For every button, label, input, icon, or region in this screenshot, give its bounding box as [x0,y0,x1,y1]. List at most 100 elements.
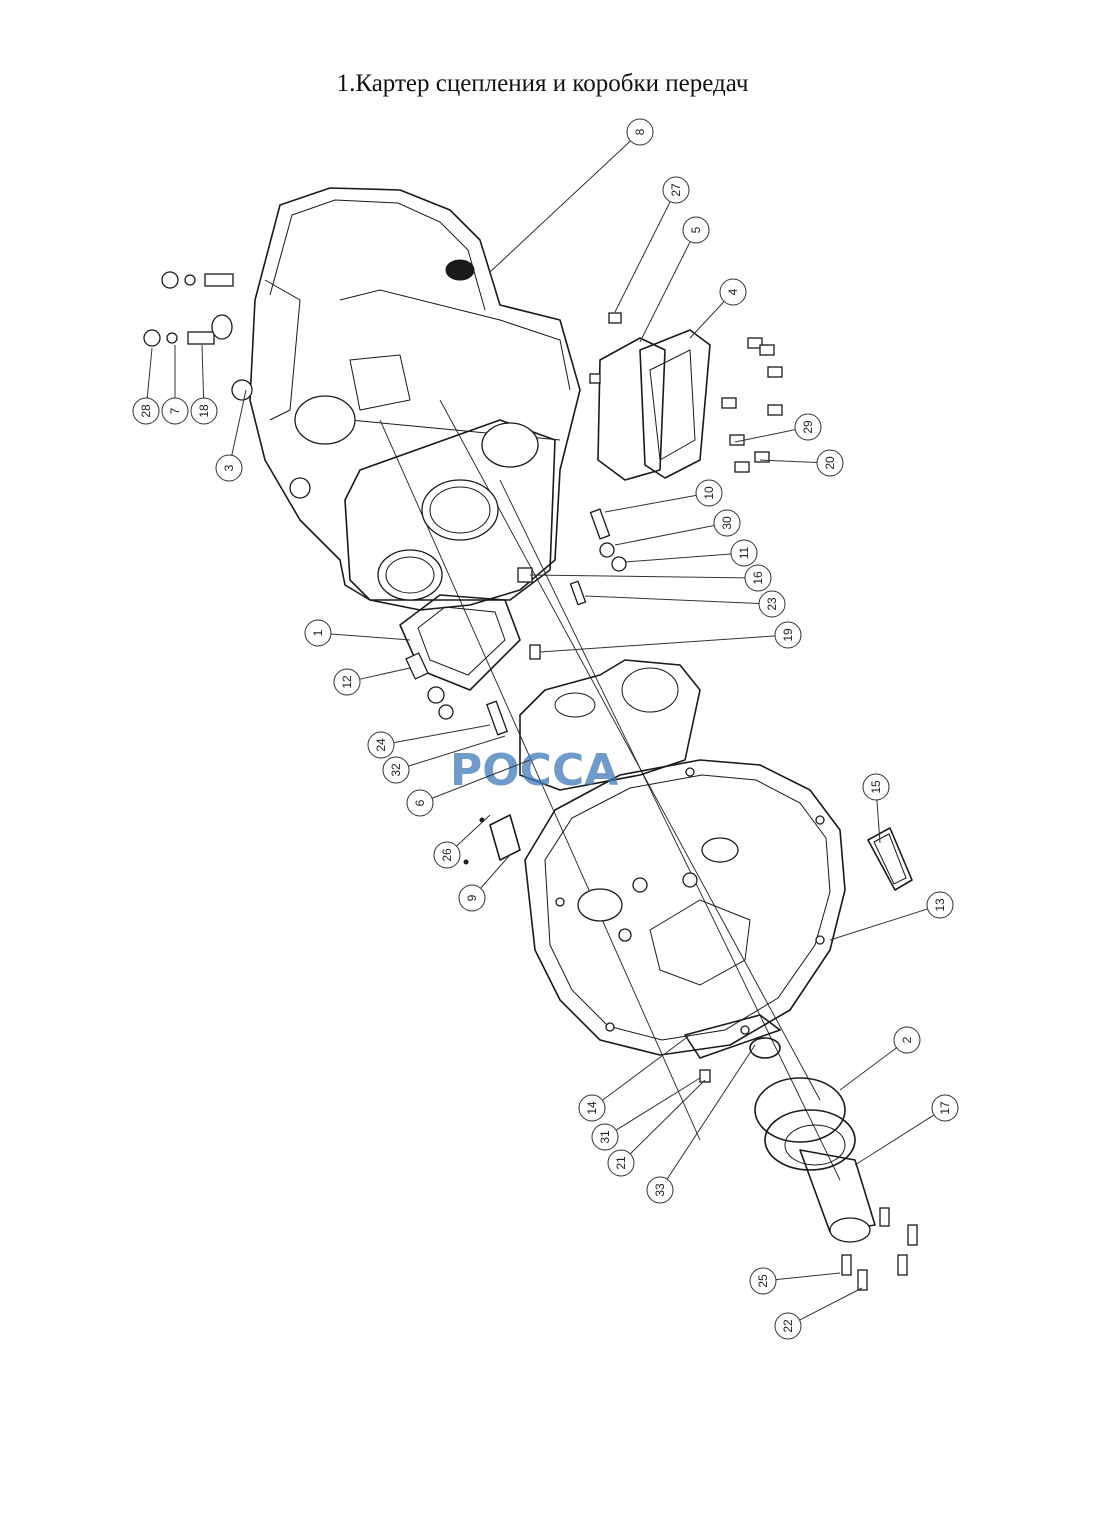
callout-circle [433,841,461,869]
callout-number: 9 [465,894,479,901]
callout-circle [626,118,654,146]
callout-leader [829,908,928,941]
callout-number: 15 [869,780,883,794]
callout-33: 33 [646,1176,674,1204]
callout-leader [666,1044,756,1180]
callout-leader [624,553,732,563]
watermark-text: РОССА [450,745,618,796]
callout-18: 18 [190,397,218,425]
callout-9: 9 [458,884,486,912]
callout-circle [744,564,772,592]
callout-leader [201,344,205,399]
callout-22: 22 [774,1312,802,1340]
callout-leader [489,140,631,273]
nameplate [463,814,521,865]
callout-circle [215,454,243,482]
callout-leader [689,301,725,339]
callout-23: 23 [758,590,786,618]
callout-leader [146,347,153,399]
callout-leader [614,201,671,313]
callout-leader [614,525,715,546]
callout-circle [662,176,690,204]
callout-number: 3 [222,464,236,471]
callout-circle [646,1176,674,1204]
callout-leader [839,1047,897,1091]
callout-leader [456,814,491,847]
callout-circle [730,539,758,567]
callout-number: 17 [938,1101,952,1115]
callout-number: 8 [633,128,647,135]
top-cover-plates [589,312,783,481]
callout-12: 12 [333,668,361,696]
callout-leader [480,854,511,889]
callout-8: 8 [626,118,654,146]
callout-26: 26 [433,841,461,869]
callout-leader [759,459,818,463]
callout-circle [578,1094,606,1122]
callout-leader [639,241,691,343]
callout-number: 4 [726,288,740,295]
callout-number: 25 [756,1274,770,1288]
callout-leader [734,429,796,443]
callout-number: 21 [614,1156,628,1170]
callout-number: 2 [900,1036,914,1043]
callout-number: 24 [374,738,388,752]
clutch-bell-housing [524,759,846,1056]
callout-number: 26 [440,848,454,862]
callout-circle [893,1026,921,1054]
callout-circle [719,278,747,306]
clutch-housing-gasket [519,659,701,791]
callout-11: 11 [730,539,758,567]
callout-number: 23 [765,597,779,611]
callout-number: 1 [311,629,325,636]
callout-2: 2 [893,1026,921,1054]
callout-24: 24 [367,731,395,759]
callout-leader [854,1114,935,1166]
callout-circle [132,397,160,425]
callout-30: 30 [713,509,741,537]
callout-leader [615,1077,701,1131]
callout-31: 31 [591,1123,619,1151]
callout-25: 25 [749,1267,777,1295]
callout-15: 15 [862,773,890,801]
callout-28: 28 [132,397,160,425]
callout-circle [749,1267,777,1295]
callout-leader [330,633,411,641]
callout-circle [161,397,189,425]
callout-leader [231,389,247,456]
rossa-watermark: РОССА [450,745,618,796]
callout-32: 32 [382,756,410,784]
callout-leader [408,735,506,767]
callout-number: 22 [781,1319,795,1333]
callout-13: 13 [926,891,954,919]
callout-number: 31 [598,1130,612,1144]
callout-16: 16 [744,564,772,592]
callout-21: 21 [607,1149,635,1177]
callout-number: 11 [737,546,751,559]
callout-7: 7 [161,397,189,425]
callout-leader [799,1287,863,1321]
assembly-axis-lines [379,399,841,1181]
callout-19: 19 [774,621,802,649]
callout-10: 10 [695,479,723,507]
callout-circle [591,1123,619,1151]
callout-27: 27 [662,176,690,204]
callout-number: 5 [689,226,703,233]
callout-number: 29 [801,420,815,434]
release-bearing-assembly [684,1014,918,1291]
callout-circle [758,590,786,618]
callout-circle [713,509,741,537]
callout-number: 20 [823,456,837,470]
callout-circle [367,731,395,759]
callout-leader [393,724,491,744]
callout-5: 5 [682,216,710,244]
callout-circle [931,1094,959,1122]
callout-circle [695,479,723,507]
callout-20: 20 [816,449,844,477]
callout-number: 30 [720,516,734,530]
left-stud-assembly [143,271,234,347]
callout-leader [604,494,697,513]
callout-number: 14 [585,1101,599,1115]
callout-number: 7 [168,407,182,414]
